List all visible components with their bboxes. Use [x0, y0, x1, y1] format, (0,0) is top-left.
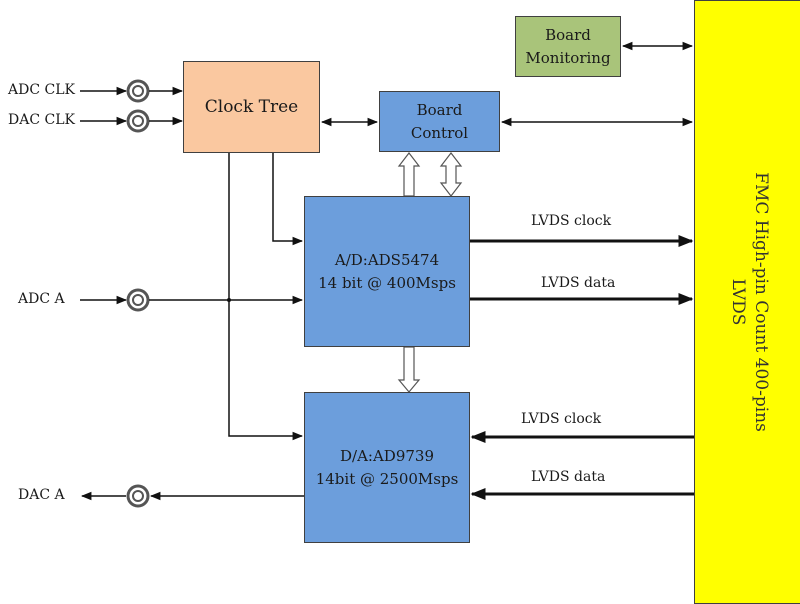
fmc-connector-block: FMC High-pin Count 400-pins LVDS	[694, 0, 800, 604]
fmc-label-line1: FMC High-pin Count 400-pins	[751, 172, 771, 432]
board-monitoring-label-line1: Board	[545, 25, 591, 44]
adc-to-boardcontrol-bus-arrow	[397, 152, 421, 197]
clocktree-to-adc-clock-line	[272, 153, 304, 246]
clock-tree-block: Clock Tree	[183, 61, 320, 153]
adc-label-line2: 14 bit @ 400Msps	[318, 273, 456, 292]
clock-tree-label: Clock Tree	[204, 96, 299, 117]
dac-lvds-clock-label: LVDS clock	[521, 411, 602, 427]
dac-clk-label: DAC CLK	[8, 112, 75, 128]
junction-dot	[227, 298, 231, 302]
adc-block: A/D:ADS5474 14 bit @ 400Msps	[304, 196, 470, 347]
dac-clk-connector-icon	[126, 109, 150, 133]
dac-label-line2: 14bit @ 2500Msps	[315, 469, 459, 488]
clocktree-to-dac-clock-line	[228, 153, 304, 441]
adc-a-label: ADC A	[18, 291, 65, 307]
dac-label-line1: D/A:AD9739	[340, 446, 434, 465]
board-control-label-line2: Control	[410, 123, 469, 142]
adc-lvds-clock-label: LVDS clock	[531, 213, 612, 229]
adc-clk-connector-icon	[126, 79, 150, 103]
board-monitoring-block: Board Monitoring	[515, 16, 621, 77]
board-control-label-line1: Board	[416, 100, 463, 119]
fmc-label: FMC High-pin Count 400-pins LVDS	[726, 172, 772, 432]
board-control-block: Board Control	[379, 91, 500, 152]
adc-boardcontrol-bidirectional-bus-arrow	[439, 152, 463, 197]
adc-label-line1: A/D:ADS5474	[334, 250, 440, 269]
adc-clk-label: ADC CLK	[8, 82, 75, 98]
dac-a-label: DAC A	[18, 487, 65, 503]
dac-a-connector-icon	[126, 484, 150, 508]
dac-block: D/A:AD9739 14bit @ 2500Msps	[304, 392, 470, 543]
fmc-label-line2: LVDS	[728, 278, 748, 326]
board-monitoring-label-line2: Monitoring	[525, 48, 611, 67]
dac-lvds-data-label: LVDS data	[531, 469, 606, 485]
adc-to-dac-bus-arrow	[397, 346, 421, 393]
adc-a-connector-icon	[126, 288, 150, 312]
adc-lvds-data-label: LVDS data	[541, 275, 616, 291]
